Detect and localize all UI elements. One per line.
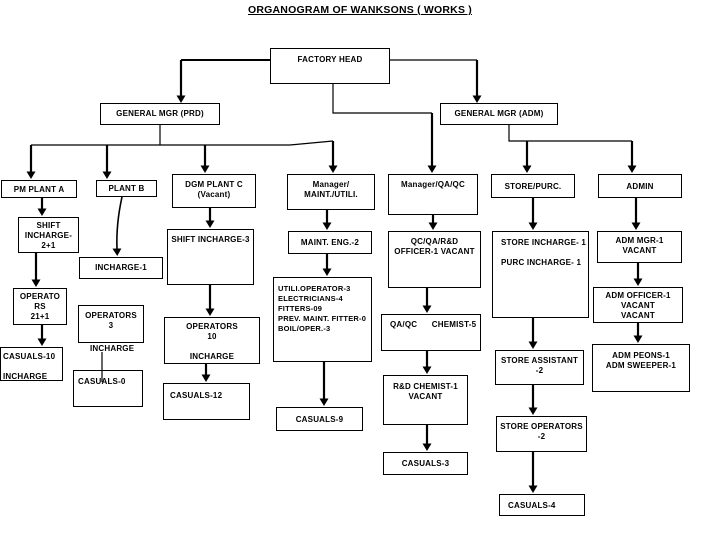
node-casuals-3: CASUALS-3	[383, 452, 468, 475]
node-adm-peons-sweeper: ADM PEONS-1 ADM SWEEPER-1	[592, 344, 690, 392]
node-qc-qa-rd-officer: QC/QA/R&D OFFICER-1 VACANT	[388, 231, 481, 288]
node-casuals-0: CASUALS-0	[73, 370, 143, 407]
node-rd-chemist-1: R&D CHEMIST-1 VACANT	[383, 375, 468, 425]
node-general-mgr-adm: GENERAL MGR (ADM)	[440, 103, 558, 125]
node-adm-officer-1: ADM OFFICER-1 VACANT VACANT	[593, 287, 683, 323]
node-general-mgr-prd: GENERAL MGR (PRD)	[100, 103, 220, 125]
node-casuals-9: CASUALS-9	[276, 407, 363, 431]
node-shift-incharge-2-1: SHIFT INCHARGE- 2+1	[18, 217, 79, 253]
node-incharge-1: INCHARGE-1	[79, 257, 163, 279]
node-dgm-plant-c: DGM PLANT C (Vacant)	[172, 174, 256, 208]
node-operators-3: OPERATORS 3	[78, 305, 144, 343]
node-manager-qa-qc: Manager/QA/QC	[388, 174, 478, 215]
node-manager-maint-utili: Manager/ MAINT./UTILI.	[287, 174, 375, 210]
node-pm-plant-a: PM PLANT A	[1, 180, 77, 198]
node-casuals-10-incharge: CASUALS-10 INCHARGE	[0, 347, 63, 381]
node-store-purc: STORE/PURC.	[491, 174, 575, 198]
node-store-operators-2: STORE OPERATORS -2	[496, 416, 587, 452]
chart-title: ORGANOGRAM OF WANKSONS ( WORKS )	[248, 4, 472, 16]
node-admin: ADMIN	[598, 174, 682, 198]
label-incharge: INCHARGE	[90, 344, 135, 353]
node-store-purc-incharge: STORE INCHARGE- 1 PURC INCHARGE- 1	[492, 231, 589, 318]
node-maint-eng-2: MAINT. ENG.-2	[288, 231, 372, 254]
node-operators-10-incharge: OPERATORS 10 INCHARGE	[164, 317, 260, 364]
node-adm-mgr-1: ADM MGR-1 VACANT	[597, 231, 682, 263]
node-factory-head: FACTORY HEAD	[270, 48, 390, 84]
node-casuals-4: CASUALS-4	[499, 494, 585, 516]
node-utili-operators-block: UTILI.OPERATOR-3 ELECTRICIANS-4 FITTERS-…	[273, 277, 372, 362]
node-operators-21-1: OPERATO RS 21+1	[13, 288, 67, 325]
node-plant-b: PLANT B	[96, 180, 157, 197]
node-shift-incharge-3: SHIFT INCHARGE-3	[167, 229, 254, 285]
node-casuals-12: CASUALS-12	[163, 383, 250, 420]
node-qa-qc-chemist-5: QA/QC CHEMIST-5	[381, 314, 481, 351]
node-store-assistant-2: STORE ASSISTANT -2	[495, 350, 584, 385]
